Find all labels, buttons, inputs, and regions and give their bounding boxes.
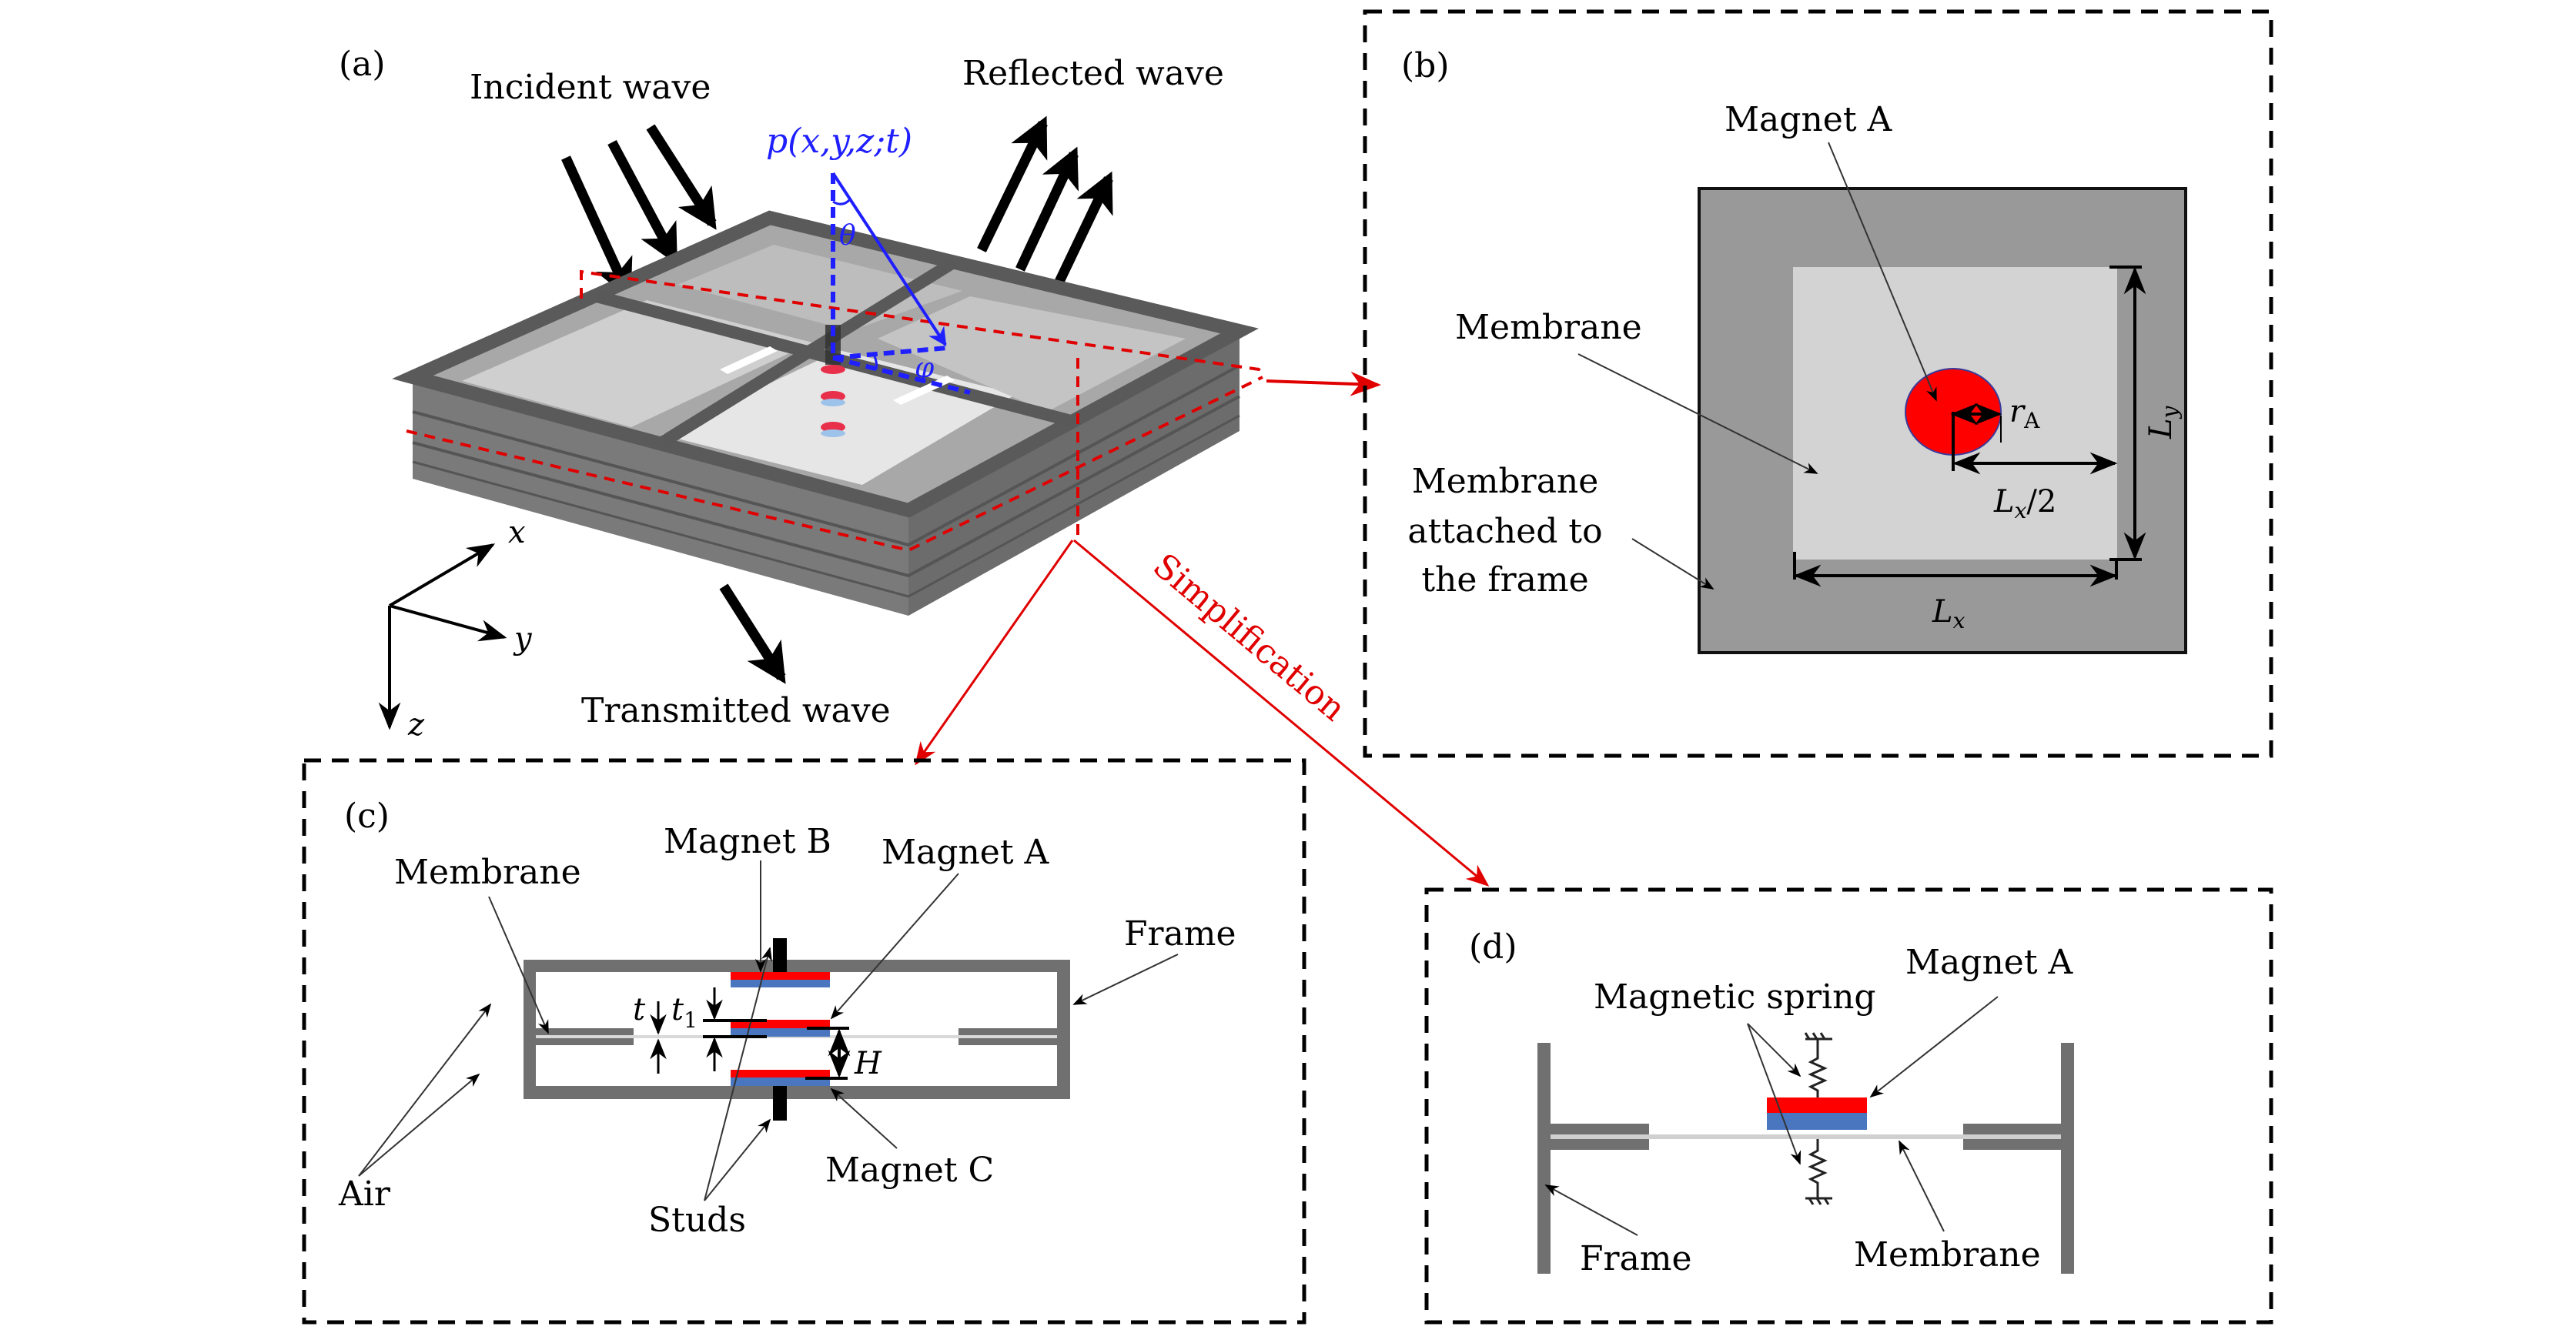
- panel-d-label: (d): [1469, 927, 1517, 967]
- attached-label-line2: attached to: [1407, 512, 1602, 551]
- panel-b-border: [1363, 9, 2273, 758]
- lx-label: Lx: [1932, 594, 1965, 633]
- t-label: t: [633, 992, 646, 1027]
- panel-c-frame-label: Frame: [1124, 914, 1236, 954]
- magnet-c-block: [731, 1070, 830, 1086]
- panel-d-frame-label: Frame: [1580, 1239, 1692, 1278]
- top-stud: [773, 938, 787, 972]
- magnet-a-south: [1767, 1113, 1867, 1130]
- ly-label: Ly: [2143, 405, 2183, 439]
- r-a-label: rA: [2009, 394, 2040, 433]
- panel-c-magnet-c-label: Magnet C: [825, 1151, 994, 1190]
- transmitted-wave-arrow-icon: [719, 583, 786, 684]
- panel-c-magnet-a-label: Magnet A: [882, 833, 1049, 872]
- cross-section-plane: [406, 269, 1264, 553]
- reflected-wave-arrows-icon: [977, 115, 1113, 286]
- x-axis-label: x: [508, 515, 526, 550]
- incident-wave-label: Incident wave: [470, 68, 711, 107]
- frame-walls: [1537, 1043, 2074, 1274]
- h-label: H: [854, 1046, 882, 1081]
- panel-c-border: [302, 758, 1306, 1325]
- z-axis-label: z: [407, 707, 425, 743]
- panel-c-membrane-label: Membrane: [394, 853, 581, 892]
- t1-label: t1: [671, 992, 698, 1033]
- magnetic-spring-bottom-icon: [1805, 1139, 1832, 1205]
- transmitted-wave-label: Transmitted wave: [581, 691, 891, 730]
- attached-label-line1: Membrane: [1412, 462, 1599, 501]
- panel-c-air-label: Air: [338, 1174, 391, 1214]
- bottom-stud: [773, 1086, 787, 1121]
- magnet-a-block: [731, 1020, 830, 1037]
- panel-d-magnetic-spring-label: Magnetic spring: [1594, 977, 1876, 1017]
- coordinate-axes: [378, 543, 507, 730]
- panel-d-magnet-a-label: Magnet A: [1905, 943, 2073, 982]
- simplification-label: Simplification: [1146, 546, 1353, 729]
- panel-c-magnet-b-label: Magnet B: [664, 822, 831, 861]
- frame-cross-section: [524, 960, 1070, 1099]
- phi-label: φ: [915, 352, 935, 384]
- arrow-to-panel-b: [1266, 371, 1381, 396]
- x-axis-arrow-icon: [388, 543, 496, 607]
- magnet-b-block: [731, 972, 830, 987]
- pressure-label: p(x,y,z;t): [766, 122, 912, 161]
- panel-b-membrane-label: Membrane: [1455, 308, 1642, 347]
- magnet-c-icon: [821, 422, 845, 433]
- metamaterial-device-3d: [392, 210, 1259, 616]
- y-axis-label: y: [513, 621, 533, 656]
- incident-wave-arrows-icon: [561, 124, 717, 300]
- panel-c-label: (c): [344, 797, 390, 836]
- magnet-b-icon: [821, 365, 845, 374]
- panel-b-magnet-label: Magnet A: [1725, 100, 1892, 139]
- panel-d: (d) Magnetic spring Magnet A Frame Membr…: [1424, 887, 2273, 1325]
- arrow-to-panel-c: [915, 540, 1074, 766]
- magnet-a-icon: [821, 391, 845, 402]
- panel-c: (c) Membrane Magnet B: [302, 758, 1306, 1325]
- lx-half-label: Lx/2: [1993, 484, 2056, 523]
- panel-c-studs-label: Studs: [648, 1201, 746, 1240]
- magnet-a-north: [1767, 1097, 1867, 1113]
- magnetic-spring-top-icon: [1804, 1032, 1832, 1097]
- panel-b-label: (b): [1401, 46, 1450, 85]
- membrane-line: [1551, 1134, 2061, 1139]
- panel-a-label: (a): [339, 45, 386, 84]
- panel-b: (b) Magnet A Membrane Membrane attached …: [1363, 9, 2273, 758]
- y-axis-arrow-icon: [389, 604, 507, 642]
- incidence-angle-annotation: p(x,y,z;t) θ φ: [766, 122, 971, 395]
- theta-label: θ: [839, 220, 856, 252]
- panel-d-border: [1424, 887, 2273, 1325]
- reflected-wave-label: Reflected wave: [962, 54, 1224, 93]
- simplification-arrow: [1073, 539, 1490, 887]
- panel-d-membrane-label: Membrane: [1854, 1235, 2041, 1275]
- attached-label-line3: the frame: [1421, 560, 1588, 600]
